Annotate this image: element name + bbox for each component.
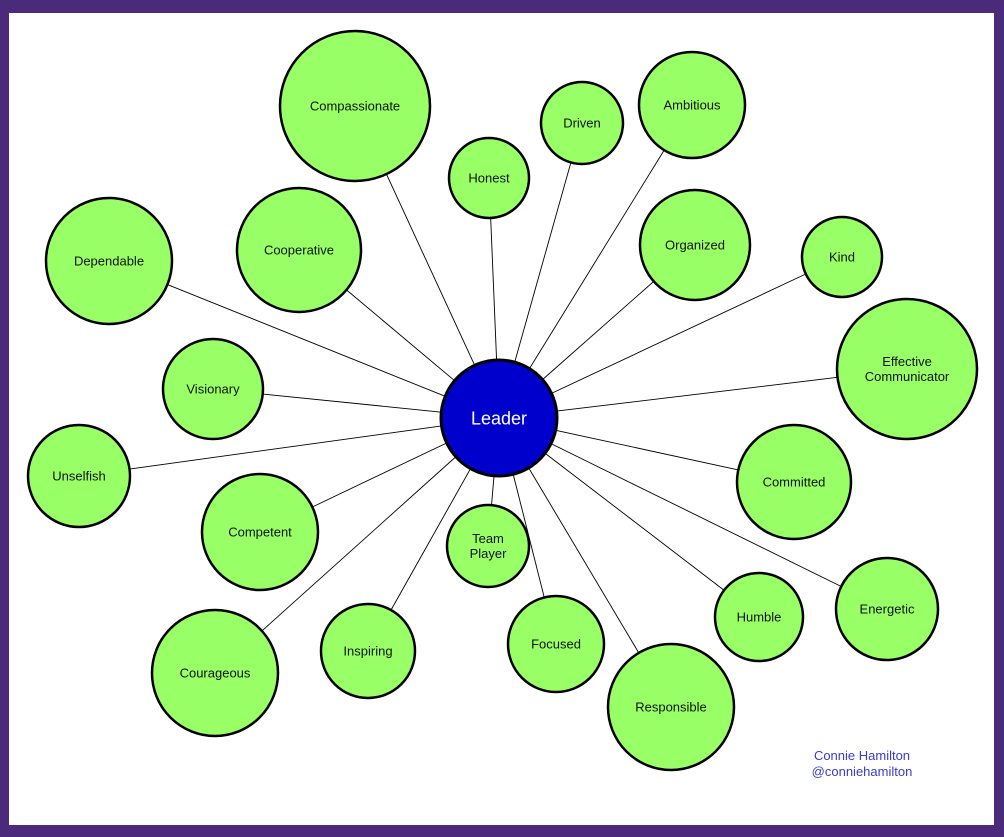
center-label: Leader [471, 408, 527, 428]
trait-label: Driven [563, 116, 601, 131]
trait-cooperative: Cooperative [235, 186, 363, 314]
center-bubble [439, 358, 559, 478]
trait-bubble [539, 80, 625, 166]
connector-lines [129, 149, 842, 654]
trait-label: Committed [763, 475, 826, 490]
trait-dependable: Dependable [44, 196, 174, 326]
connector-courageous [261, 456, 457, 632]
connector-committed [555, 429, 739, 471]
credit-handle: @conniehamilton [811, 764, 913, 779]
trait-label: Responsible [635, 700, 707, 715]
trait-bubble [835, 297, 979, 441]
trait-kind: Kind [800, 215, 884, 299]
trait-bubble [44, 196, 174, 326]
trait-bubble [506, 594, 606, 694]
trait-label: Organized [665, 238, 725, 253]
trait-bubble [638, 188, 752, 302]
connector-kind [551, 273, 806, 394]
trait-bubble [150, 608, 280, 738]
connector-inspiring [390, 468, 471, 611]
trait-label: Cooperative [264, 243, 334, 258]
trait-energetic: Energetic [834, 556, 940, 662]
trait-label: Energetic [860, 602, 915, 617]
center-node: Leader [439, 358, 559, 478]
trait-organized: Organized [638, 188, 752, 302]
trait-label: Unselfish [52, 469, 105, 484]
trait-label: Inspiring [343, 644, 392, 659]
connector-responsible [528, 467, 640, 654]
trait-courageous: Courageous [150, 608, 280, 738]
trait-label: Compassionate [310, 99, 400, 114]
connector-team-player [491, 475, 495, 506]
trait-bubble [447, 136, 531, 220]
connector-effective-communicator [556, 376, 838, 412]
trait-responsible: Responsible [606, 642, 736, 772]
trait-bubble [713, 571, 805, 663]
connector-energetic [550, 443, 842, 587]
connector-humble [544, 452, 725, 591]
trait-bubble [319, 602, 417, 700]
trait-label: Focused [531, 637, 581, 652]
trait-unselfish: Unselfish [26, 423, 132, 529]
trait-bubble [800, 215, 884, 299]
connector-driven [514, 162, 572, 363]
connector-competent [312, 442, 447, 508]
trait-label: Dependable [74, 254, 144, 269]
trait-label: Courageous [180, 666, 251, 681]
trait-compassionate: Compassionate [278, 29, 432, 183]
trait-label: Honest [468, 171, 510, 186]
connector-organized [542, 281, 655, 380]
trait-honest: Honest [447, 136, 531, 220]
trait-bubble [637, 50, 747, 160]
trait-bubble [834, 556, 940, 662]
trait-bubble [606, 642, 736, 772]
trait-label: Humble [737, 610, 782, 625]
trait-label: Kind [829, 250, 855, 265]
trait-ambitious: Ambitious [637, 50, 747, 160]
connector-visionary [262, 393, 442, 413]
trait-inspiring: Inspiring [319, 602, 417, 700]
trait-bubble [200, 472, 320, 592]
trait-label: Competent [228, 525, 292, 540]
trait-bubble [161, 337, 265, 441]
trait-bubble [26, 423, 132, 529]
trait-bubble [235, 186, 363, 314]
connector-cooperative [346, 289, 455, 382]
connector-unselfish [129, 425, 442, 470]
credit-name: Connie Hamilton [813, 748, 911, 763]
trait-bubble [445, 503, 531, 589]
trait-visionary: Visionary [161, 337, 265, 441]
trait-driven: Driven [539, 80, 625, 166]
trait-competent: Competent [200, 472, 320, 592]
trait-label: Ambitious [663, 98, 721, 113]
connector-honest [490, 217, 498, 361]
author-credit: Connie Hamilton @conniehamilton [792, 748, 932, 780]
trait-humble: Humble [713, 571, 805, 663]
trait-bubble [278, 29, 432, 183]
connector-compassionate [386, 173, 476, 366]
connector-dependable [167, 284, 446, 397]
connector-ambitious [529, 149, 665, 369]
trait-label: Visionary [186, 382, 240, 397]
trait-committed: Committed [735, 423, 853, 541]
trait-focused: Focused [506, 594, 606, 694]
trait-bubble [735, 423, 853, 541]
